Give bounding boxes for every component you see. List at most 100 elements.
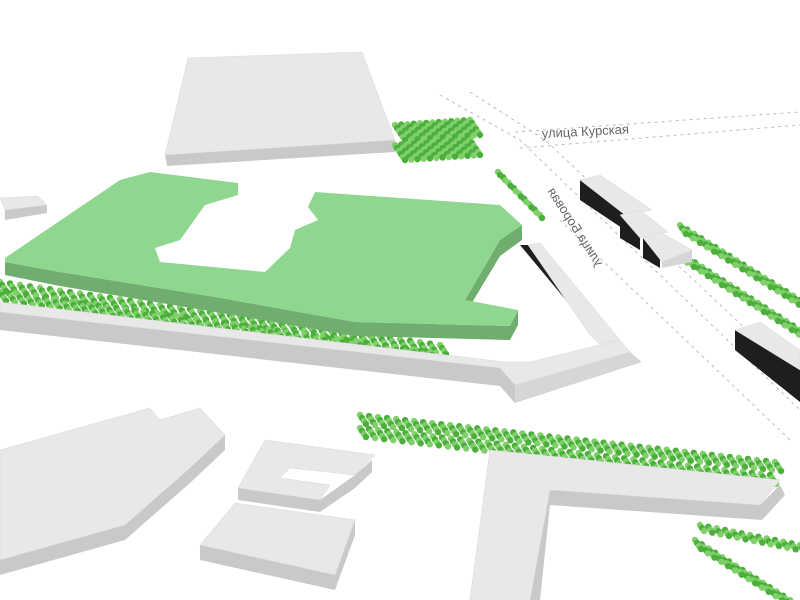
tree bbox=[734, 534, 741, 541]
tree bbox=[523, 198, 530, 206]
tree bbox=[696, 458, 704, 466]
tree bbox=[597, 447, 604, 454]
tree bbox=[753, 274, 760, 282]
tree bbox=[401, 156, 409, 164]
tree bbox=[767, 283, 774, 291]
tree bbox=[718, 252, 725, 260]
tree bbox=[742, 536, 749, 543]
tree bbox=[480, 434, 487, 441]
tree bbox=[788, 326, 796, 334]
tree bbox=[445, 153, 452, 161]
tree bbox=[678, 456, 685, 463]
tree bbox=[435, 442, 443, 449]
tree bbox=[414, 155, 421, 163]
tree bbox=[512, 187, 519, 195]
street-label-kurskaya: улица Курская bbox=[541, 121, 629, 141]
tree bbox=[453, 444, 461, 451]
tree bbox=[760, 279, 767, 286]
tree bbox=[723, 461, 731, 469]
tree bbox=[781, 322, 789, 329]
tree bbox=[738, 571, 745, 578]
tree bbox=[767, 541, 774, 548]
tree bbox=[470, 132, 477, 139]
building-southwest bbox=[0, 407, 226, 575]
tree bbox=[471, 433, 478, 440]
tree bbox=[408, 439, 415, 446]
tree bbox=[687, 457, 694, 464]
tree bbox=[700, 527, 708, 535]
tree bbox=[543, 441, 550, 448]
tree bbox=[426, 155, 434, 162]
tree bbox=[426, 441, 433, 448]
building-c-shaped bbox=[237, 439, 376, 512]
tree bbox=[481, 447, 488, 454]
building-southeast bbox=[469, 449, 785, 600]
tree bbox=[697, 268, 705, 275]
tree bbox=[517, 193, 525, 200]
tree bbox=[371, 421, 379, 429]
tree bbox=[759, 465, 767, 473]
tree bbox=[711, 554, 718, 561]
tree bbox=[741, 463, 749, 471]
tree bbox=[759, 539, 766, 546]
tree bbox=[651, 453, 658, 460]
building-south-block bbox=[199, 502, 356, 590]
tree bbox=[772, 592, 779, 600]
building-south-wall bbox=[0, 242, 642, 403]
tree bbox=[476, 151, 484, 159]
tree bbox=[689, 235, 697, 242]
tree bbox=[739, 295, 747, 302]
tree bbox=[696, 239, 704, 247]
tree bbox=[704, 550, 711, 557]
tree bbox=[496, 171, 504, 179]
tree bbox=[774, 317, 782, 325]
buildings-east bbox=[579, 174, 800, 402]
tree bbox=[714, 460, 722, 468]
tree bbox=[746, 270, 753, 277]
tree bbox=[416, 426, 424, 434]
tree bbox=[732, 462, 740, 470]
tree bbox=[725, 286, 733, 293]
tree bbox=[705, 459, 713, 467]
tree bbox=[781, 292, 789, 299]
tree bbox=[390, 436, 397, 444]
tree bbox=[725, 532, 733, 540]
tree bbox=[444, 443, 452, 450]
tree bbox=[660, 454, 667, 461]
tree bbox=[453, 431, 460, 438]
tree bbox=[732, 290, 740, 298]
tree bbox=[472, 446, 479, 453]
tree bbox=[464, 152, 471, 160]
tree bbox=[724, 562, 732, 570]
building-west-small bbox=[0, 195, 48, 220]
tree bbox=[538, 214, 546, 222]
tree bbox=[439, 154, 446, 161]
tree bbox=[746, 299, 754, 307]
tree bbox=[507, 182, 514, 189]
tree bbox=[498, 436, 505, 443]
tree bbox=[398, 424, 406, 432]
tree bbox=[711, 277, 719, 284]
tree bbox=[697, 545, 705, 553]
tree bbox=[516, 438, 523, 445]
tree bbox=[451, 153, 459, 160]
tree bbox=[731, 567, 739, 574]
tree bbox=[570, 444, 577, 451]
tree bbox=[718, 281, 726, 289]
tree bbox=[561, 443, 568, 450]
tree bbox=[750, 464, 758, 472]
tree bbox=[433, 154, 440, 162]
tree bbox=[768, 466, 776, 474]
tree bbox=[528, 204, 535, 211]
building-north bbox=[164, 51, 396, 166]
tree bbox=[425, 427, 433, 435]
tree bbox=[775, 542, 783, 550]
tree bbox=[489, 435, 496, 442]
tree bbox=[502, 177, 509, 184]
tree bbox=[579, 445, 586, 452]
tree bbox=[533, 209, 540, 216]
tree bbox=[407, 425, 415, 433]
tree bbox=[690, 263, 698, 271]
